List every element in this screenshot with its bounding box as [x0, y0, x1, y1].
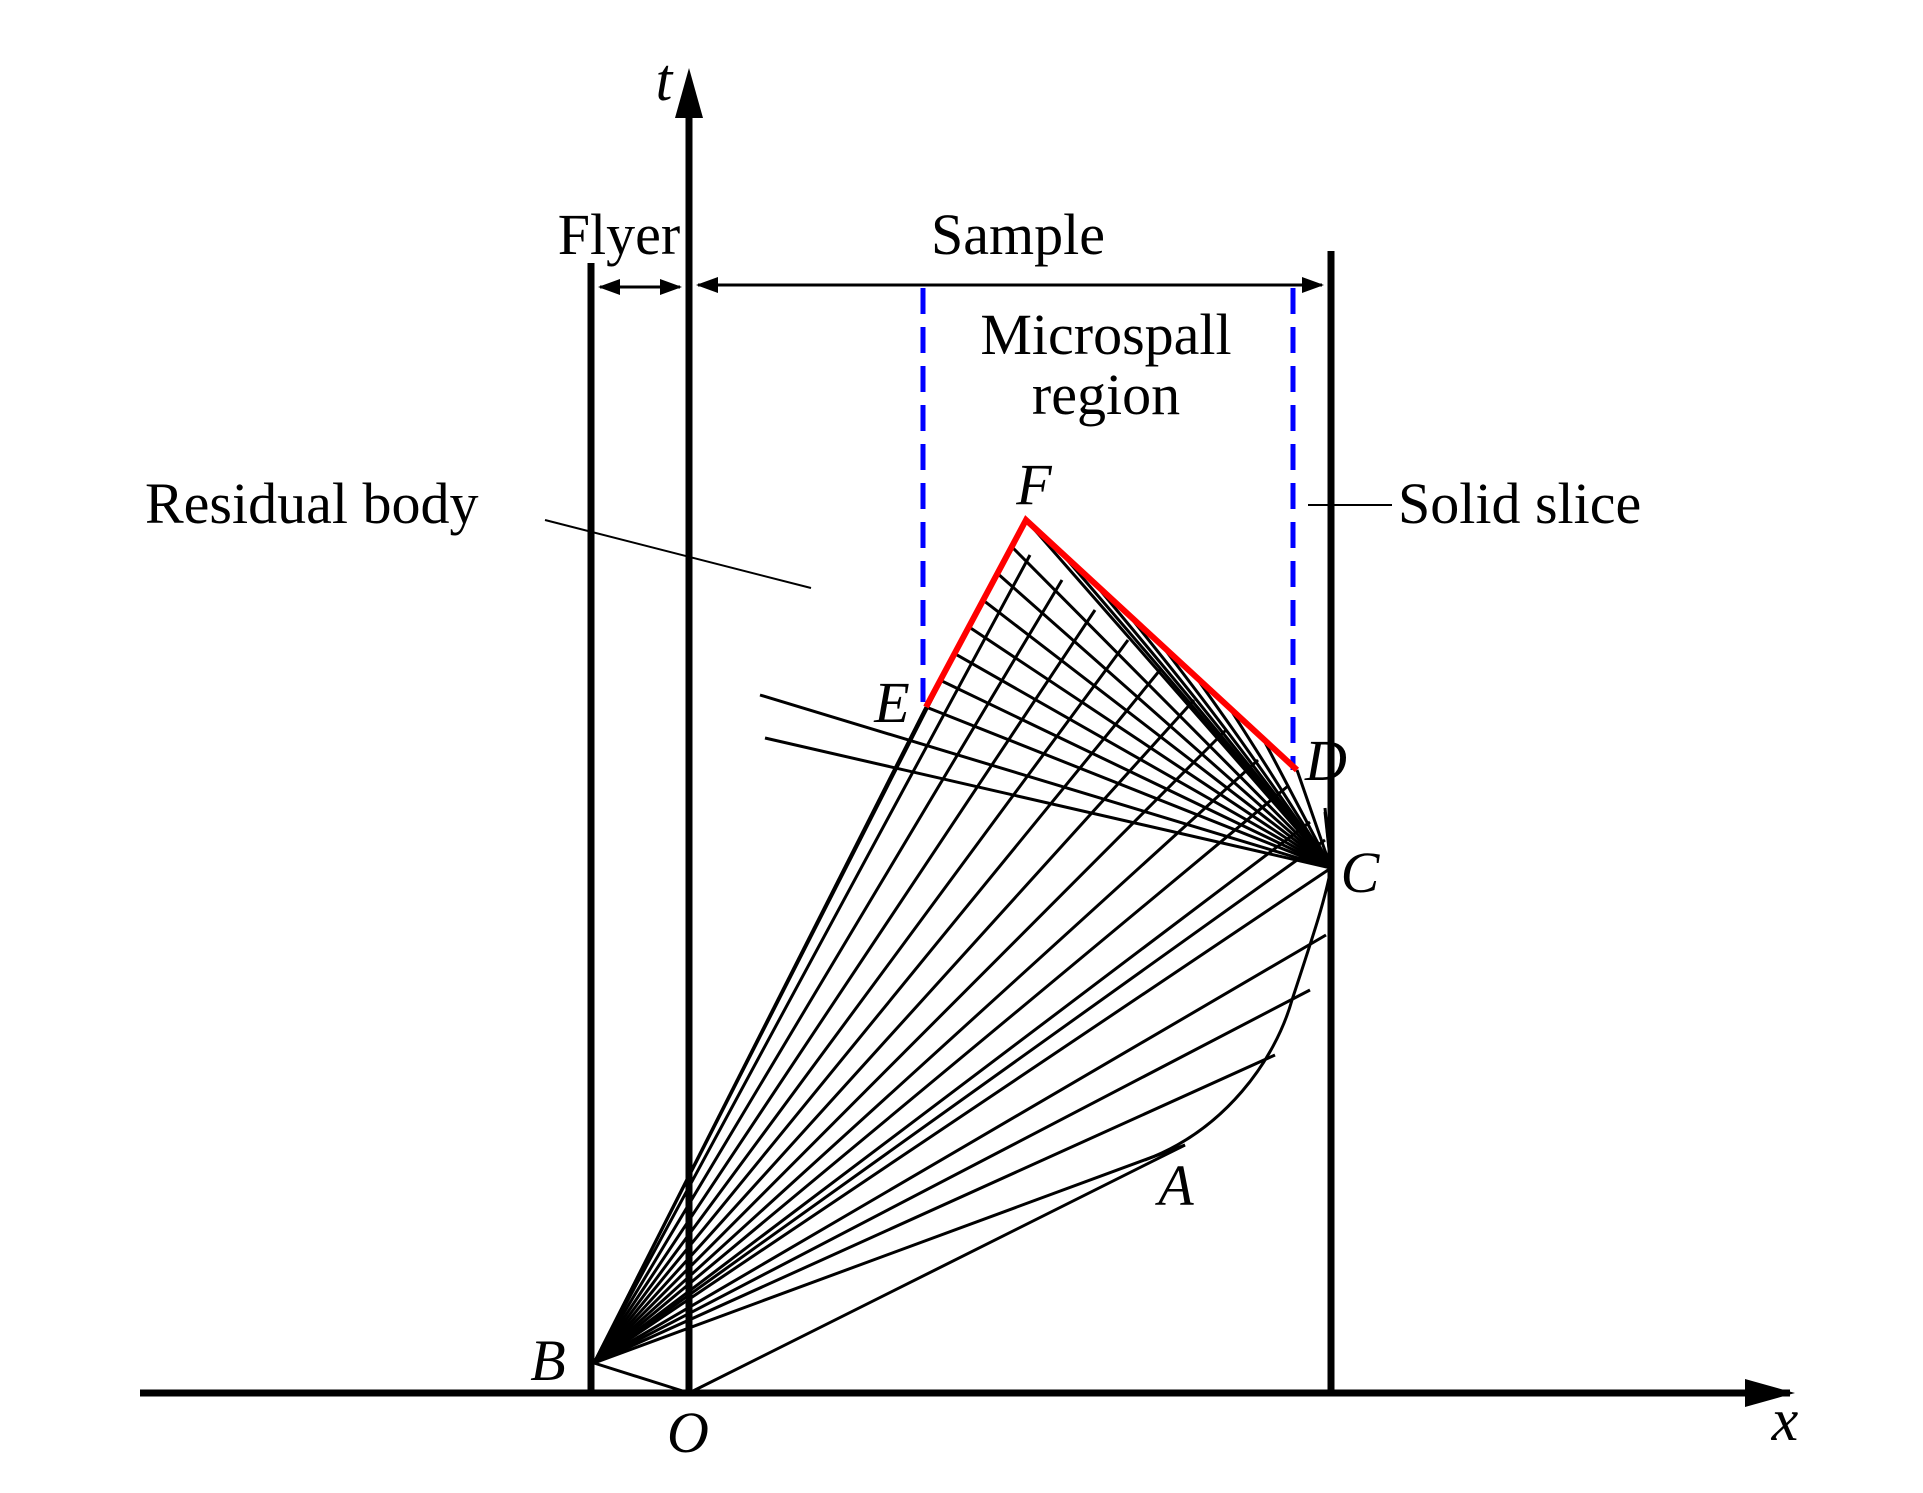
- characteristic-b-15: [592, 579, 1064, 1364]
- line-b-o: [593, 1361, 690, 1395]
- characteristic-b-4: [593, 933, 1327, 1365]
- characteristic-fan-b: [592, 554, 1332, 1365]
- characteristic-b-e2: [592, 627, 970, 1364]
- characteristic-c-ef-4: [982, 598, 1332, 870]
- solid-slice-label: Solid slice: [1398, 471, 1641, 536]
- residual-body-label: Residual body: [145, 471, 478, 536]
- characteristic-b-3: [593, 988, 1311, 1365]
- characteristic-c-fd-7: [1261, 738, 1333, 869]
- characteristic-c-ef-2: [953, 652, 1332, 870]
- characteristic-b-1: [593, 1143, 1186, 1365]
- point-c-label: C: [1341, 840, 1381, 905]
- characteristic-c-ef-5: [996, 572, 1332, 870]
- characteristic-b-12: [592, 669, 1162, 1364]
- characteristic-c-ef-3: [968, 625, 1332, 870]
- point-b-label: B: [530, 1328, 565, 1393]
- x-axis-label: x: [1771, 1387, 1799, 1453]
- point-e-label: E: [873, 670, 909, 735]
- t-axis-label: t: [656, 47, 674, 113]
- characteristic-b-14: [592, 609, 1097, 1364]
- characteristic-c-fd-6: [1227, 706, 1333, 869]
- characteristic-c-ef-0: [925, 705, 1332, 870]
- characteristic-c-fd-5: [1194, 675, 1333, 869]
- characteristic-b-2: [593, 1053, 1276, 1365]
- characteristic-b-7: [593, 820, 1311, 1365]
- point-o-label: O: [667, 1400, 709, 1465]
- sample-label: Sample: [931, 202, 1105, 267]
- characteristic-b-6: [593, 838, 1326, 1365]
- spall-surface-e-f-d: [923, 515, 1300, 773]
- point-f-label: F: [1015, 452, 1052, 517]
- microspall-label-line2: region: [1032, 362, 1180, 427]
- line-c-tail: [1323, 811, 1333, 869]
- x-axis-arrowhead: [1745, 1379, 1795, 1407]
- characteristic-fan-c: [759, 519, 1333, 870]
- characteristic-b-13: [592, 639, 1130, 1364]
- characteristic-b-11: [592, 698, 1196, 1365]
- characteristic-b-8: [593, 784, 1289, 1365]
- characteristic-b-9: [592, 758, 1260, 1365]
- flyer-label: Flyer: [558, 202, 680, 267]
- characteristic-b-5: [593, 866, 1332, 1365]
- characteristic-b-16: [592, 554, 1032, 1364]
- point-a-label: A: [1154, 1153, 1194, 1218]
- characteristic-c-long-1: [759, 693, 1332, 870]
- characteristic-c-fd-4: [1160, 644, 1333, 869]
- microspall-label-line1: Microspall: [980, 302, 1231, 367]
- characteristic-b-10: [592, 728, 1228, 1365]
- line-o-a: [688, 1143, 1186, 1395]
- characteristic-c-ef-6: [1010, 545, 1333, 870]
- characteristic-c-ef-1: [939, 678, 1332, 870]
- t-axis-arrowhead: [675, 68, 703, 118]
- characteristic-c-fd-8: [1295, 769, 1333, 869]
- point-d-label: D: [1304, 728, 1347, 793]
- wave-curve-a-c: [1144, 867, 1333, 1162]
- residual-body-leader: [544, 519, 812, 589]
- characteristic-c-long-2: [764, 736, 1332, 870]
